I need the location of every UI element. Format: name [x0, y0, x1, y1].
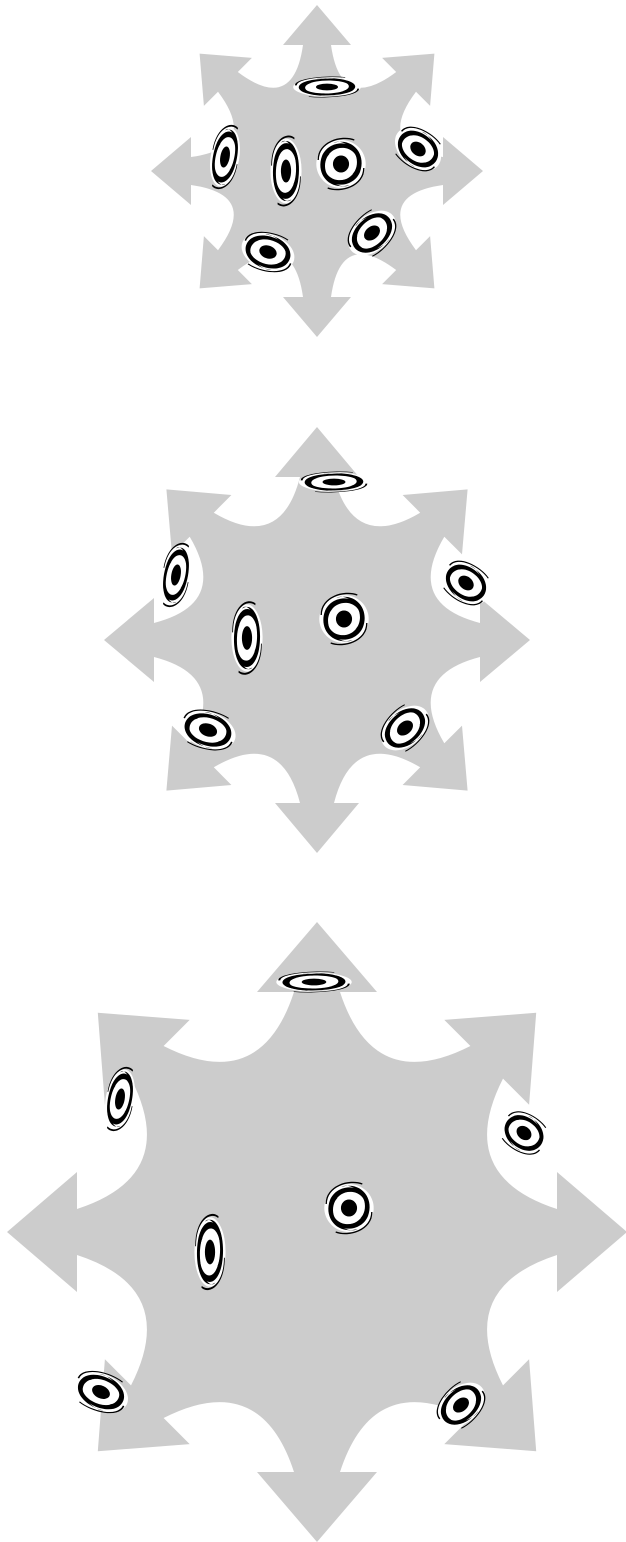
- expansion-stage-2: [104, 427, 530, 853]
- eight-point-arrow-star-icon: [7, 922, 626, 1542]
- galaxy-upper-right-spiral-galaxy-icon: [434, 552, 498, 615]
- expansion-stage-3: [7, 922, 626, 1542]
- expansion-stage-1: [151, 5, 483, 337]
- eight-point-arrow-star-icon: [104, 427, 530, 853]
- galaxy-left-outer-spiral-galaxy-icon: [156, 541, 195, 609]
- eight-point-arrow-star-icon: [151, 5, 483, 337]
- galaxy-upper-right-spiral-galaxy-icon: [493, 1102, 555, 1163]
